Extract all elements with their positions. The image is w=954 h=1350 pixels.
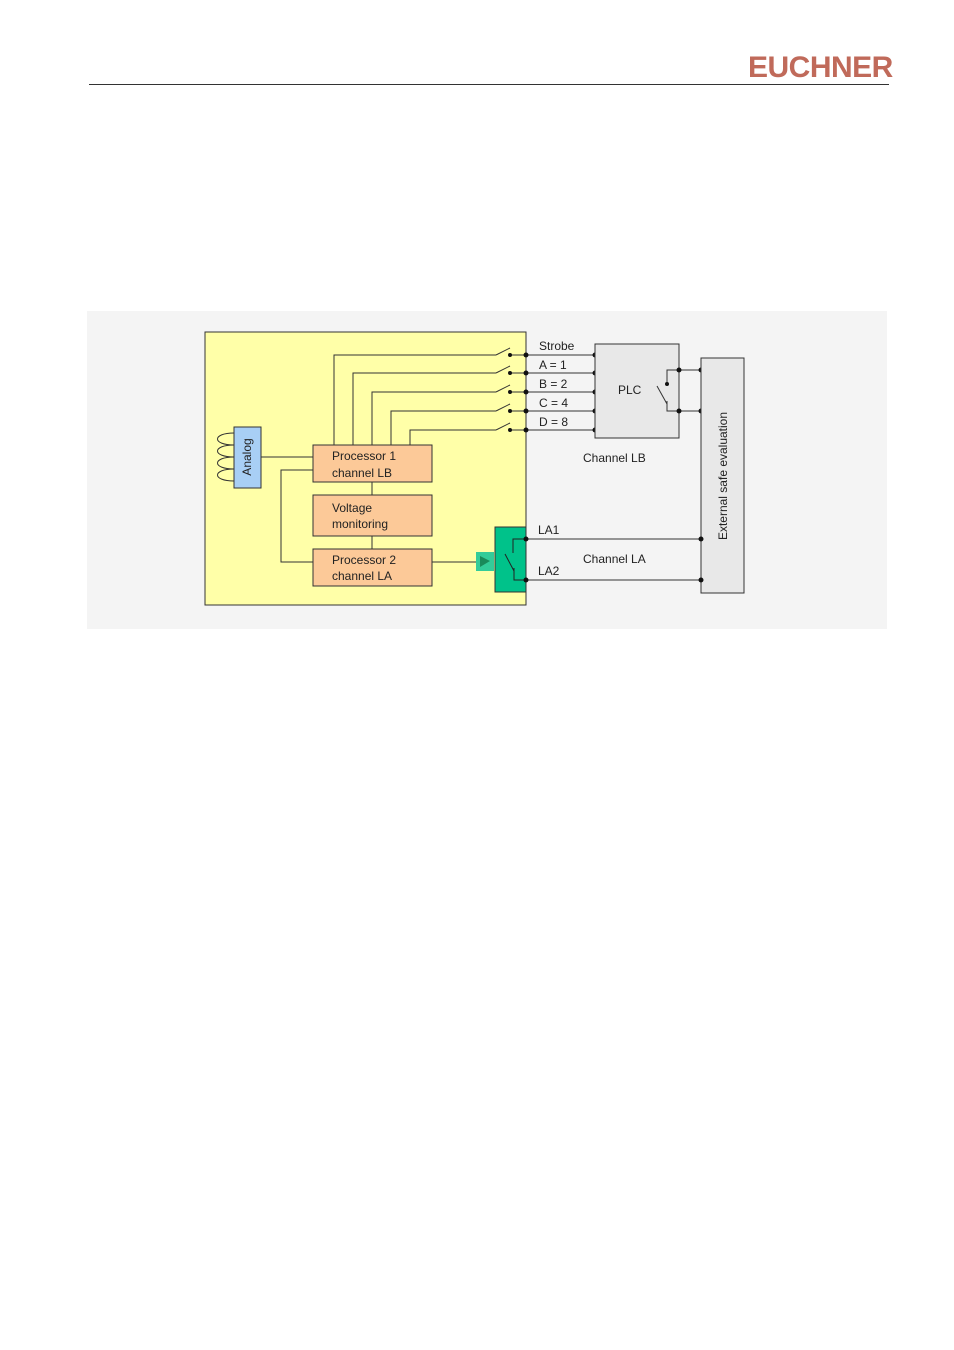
strobe-label: Strobe <box>539 339 575 353</box>
circuit-diagram: Analog Processor 1 channel LB Voltage mo… <box>87 311 887 629</box>
la2-label: LA2 <box>538 564 560 578</box>
channel-lb-label: Channel LB <box>583 451 646 465</box>
c-label: C = 4 <box>539 396 568 410</box>
la-output-module <box>495 527 526 592</box>
a-label: A = 1 <box>539 358 567 372</box>
processor1-line2: channel LB <box>332 466 392 480</box>
euchner-logo: EUCHNER <box>748 52 893 84</box>
analog-label: Analog <box>240 438 254 475</box>
header-rule <box>89 84 889 85</box>
processor2-line2: channel LA <box>332 569 392 583</box>
processor2-line1: Processor 2 <box>332 553 396 567</box>
processor1-line1: Processor 1 <box>332 449 396 463</box>
channel-la-label: Channel LA <box>583 552 646 566</box>
la1-label: LA1 <box>538 523 560 537</box>
voltage-line1: Voltage <box>332 501 372 515</box>
b-label: B = 2 <box>539 377 568 391</box>
external-evaluation-label: External safe evaluation <box>716 412 730 540</box>
plc-label: PLC <box>618 383 642 397</box>
d-label: D = 8 <box>539 415 568 429</box>
voltage-line2: monitoring <box>332 517 388 531</box>
